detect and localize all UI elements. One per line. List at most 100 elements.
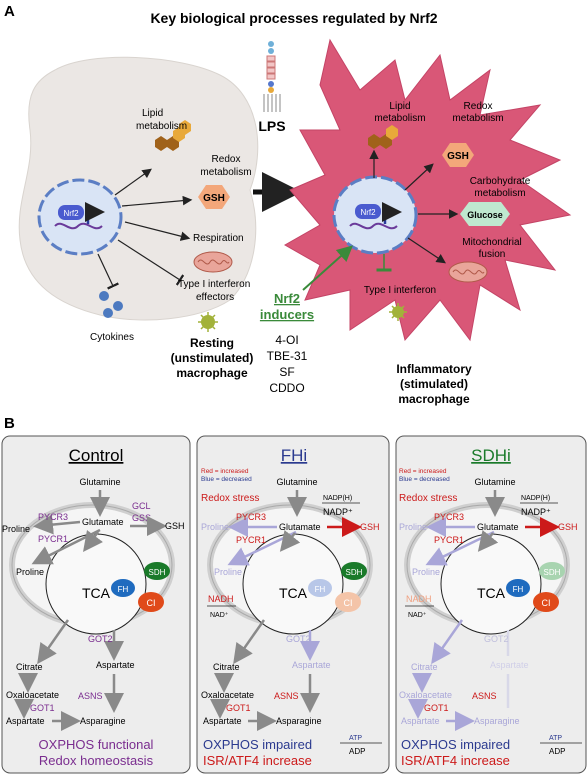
resting-cytokines-label: Cytokines bbox=[90, 332, 134, 343]
proline-label: Proline bbox=[2, 524, 30, 534]
inducers-title-line2: inducers bbox=[260, 307, 314, 322]
aspartate-label: Aspartate bbox=[96, 660, 135, 670]
glutamine-label: Glutamine bbox=[79, 477, 120, 487]
pycr3-label: PYCR3 bbox=[434, 512, 464, 522]
resting-macrophage-cell bbox=[18, 56, 259, 321]
asns-label: ASNS bbox=[78, 691, 103, 701]
sdhi-footer-line2: ISR/ATF4 increase bbox=[401, 753, 510, 768]
inflammatory-mito-line1: Mitochondrial bbox=[462, 237, 521, 248]
aspartate-label: Aspartate bbox=[401, 716, 440, 726]
resting-caption-line3: macrophage bbox=[176, 366, 248, 380]
inflammatory-mito-line2: fusion bbox=[479, 249, 506, 260]
glutamate-label: Glutamate bbox=[477, 522, 519, 532]
got1-label: GOT1 bbox=[30, 703, 55, 713]
inflammatory-caption-line2: (stimulated) bbox=[400, 377, 468, 391]
redox-stress-label: Redox stress bbox=[399, 493, 457, 504]
nadph-label: NADP(H) bbox=[323, 495, 352, 502]
control-footer-line2: Redox homeostasis bbox=[39, 753, 154, 768]
got2-label: GOT2 bbox=[484, 634, 509, 644]
ci-label: CI bbox=[147, 598, 156, 608]
pycr1-label: PYCR1 bbox=[38, 534, 68, 544]
resting-interferon-line2: effectors bbox=[196, 292, 234, 303]
nadp-label: NADP⁺ bbox=[521, 507, 551, 517]
glutamate-label: Glutamate bbox=[82, 517, 124, 527]
nadh-label: NADH bbox=[406, 594, 432, 604]
ci-label: CI bbox=[542, 598, 551, 608]
gsh-label: GSH bbox=[558, 522, 578, 532]
proline-label: Proline bbox=[201, 522, 229, 532]
resting-caption-line1: Resting bbox=[190, 336, 234, 350]
nadh-label: NADH bbox=[208, 594, 234, 604]
redox-stress-label: Redox stress bbox=[201, 493, 259, 504]
gsh-hexagon bbox=[198, 185, 230, 209]
inflammatory-nrf2-label: Nrf2 bbox=[360, 208, 376, 217]
oxaloacetate-label: Oxaloacetate bbox=[399, 690, 452, 700]
lipid-icon bbox=[155, 120, 191, 151]
tca-label: TCA bbox=[477, 585, 506, 601]
inducer-item: CDDO bbox=[269, 381, 304, 395]
sdh-label: SDH bbox=[346, 568, 363, 577]
asparagine-label: Asparagine bbox=[276, 716, 322, 726]
pycr1-label: PYCR1 bbox=[236, 535, 266, 545]
atp-label: ATP bbox=[349, 735, 362, 742]
gcl-label: GCL bbox=[132, 501, 151, 511]
inflammatory-macrophage-cell bbox=[283, 38, 572, 342]
inflammatory-carb-line1: Carbohydrate bbox=[470, 176, 531, 187]
control-footer-line1: OXPHOS functional bbox=[39, 737, 154, 752]
mitochondrion-icon bbox=[448, 261, 488, 283]
glutamine-label: Glutamine bbox=[276, 477, 317, 487]
proline-label: Proline bbox=[412, 567, 440, 577]
adp-label: ADP bbox=[349, 747, 365, 756]
sdhi-title: SDHi bbox=[471, 446, 511, 465]
control-title: Control bbox=[69, 446, 124, 465]
inflammatory-gsh-label: GSH bbox=[447, 151, 469, 162]
resting-lipid-line2: metabolism bbox=[136, 121, 187, 132]
fhi-footer-line1: OXPHOS impaired bbox=[203, 737, 312, 752]
lipid-icon bbox=[368, 125, 398, 149]
asparagine-label: Asparagine bbox=[474, 716, 520, 726]
nad-label: NAD⁺ bbox=[408, 612, 427, 619]
panel-a-title: Key biological processes regulated by Nr… bbox=[150, 10, 437, 26]
proline-label: Proline bbox=[399, 522, 427, 532]
got1-label: GOT1 bbox=[226, 703, 251, 713]
inflammatory-nrf2-protein bbox=[355, 204, 381, 219]
inflammatory-lipid-line2: metabolism bbox=[374, 113, 425, 124]
inflammatory-redox-line1: Redox bbox=[464, 101, 493, 112]
fhi-title: FHi bbox=[281, 446, 307, 465]
legend-red: Red = increased bbox=[201, 468, 249, 475]
legend-blue: Blue = decreased bbox=[201, 476, 252, 483]
adp-label: ADP bbox=[549, 747, 565, 756]
mitochondrion-icon bbox=[193, 251, 233, 273]
oxaloacetate-label: Oxaloacetate bbox=[201, 690, 254, 700]
nadp-label: NADP⁺ bbox=[323, 507, 353, 517]
proline-label: Proline bbox=[16, 567, 44, 577]
glutamate-label: Glutamate bbox=[279, 522, 321, 532]
lps-label: LPS bbox=[258, 118, 285, 134]
pycr3-label: PYCR3 bbox=[38, 512, 68, 522]
lps-icon bbox=[263, 41, 281, 112]
sdhi-footer-line1: OXPHOS impaired bbox=[401, 737, 510, 752]
pycr1-label: PYCR1 bbox=[434, 535, 464, 545]
inducer-item: TBE-31 bbox=[267, 349, 308, 363]
gsh-label: GSH bbox=[360, 522, 380, 532]
atp-label: ATP bbox=[549, 735, 562, 742]
tca-label: TCA bbox=[82, 585, 111, 601]
sdh-label: SDH bbox=[544, 568, 561, 577]
inflammatory-glucose-label: Glucose bbox=[467, 210, 503, 220]
asns-label: ASNS bbox=[274, 691, 299, 701]
aspartate-label: Aspartate bbox=[490, 660, 529, 670]
citrate-label: Citrate bbox=[16, 662, 43, 672]
nadph-label: NADP(H) bbox=[521, 495, 550, 502]
fhi-footer-line2: ISR/ATF4 increase bbox=[203, 753, 312, 768]
resting-caption-line2: (unstimulated) bbox=[171, 351, 254, 365]
aspartate-label: Aspartate bbox=[6, 716, 45, 726]
fh-label: FH bbox=[513, 585, 524, 594]
inflammatory-carb-line2: metabolism bbox=[474, 188, 525, 199]
tca-label: TCA bbox=[279, 585, 308, 601]
resting-gsh-label: GSH bbox=[203, 193, 225, 204]
resting-nrf2-label: Nrf2 bbox=[63, 209, 79, 218]
gsh-hexagon bbox=[442, 143, 474, 167]
control-panel: Control TCA SDH FH CI Glutamine Glutamat… bbox=[1, 435, 191, 774]
got1-label: GOT1 bbox=[424, 703, 449, 713]
